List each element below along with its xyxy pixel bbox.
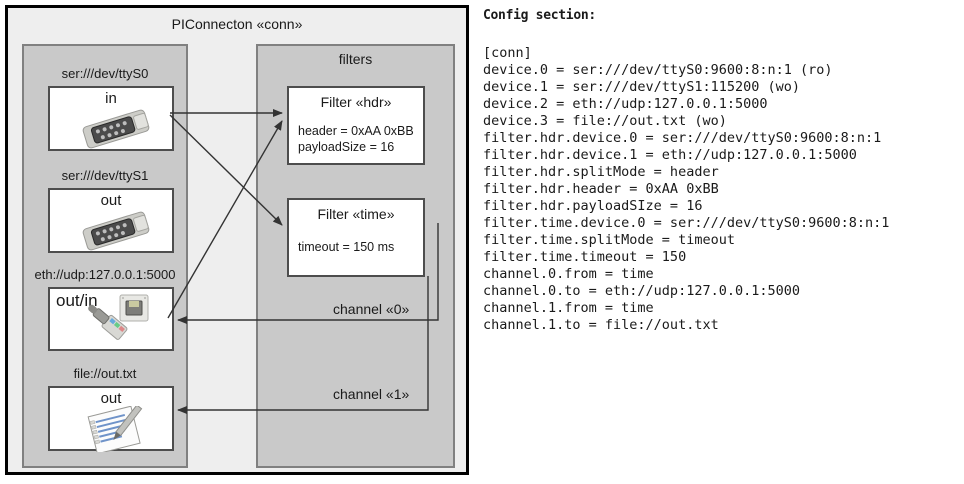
device-node-3[interactable]: out [48,386,174,452]
filter-attr: timeout = 150 ms [298,240,395,254]
filters-panel-title: filters [338,51,373,67]
serial-port-icon [82,211,150,251]
config-line: device.0 = ser:///dev/ttyS0:9600:8:n:1 (… [483,62,833,78]
filter-title-time: Filter «time» [317,206,395,222]
device-caption-2: eth://udp:127.0.0.1:5000 [34,267,176,282]
config-section: Config section: [conn]device.0 = ser:///… [481,0,964,484]
channel-label-1: channel «1» [333,386,410,402]
ethernet-jack-icon [88,294,149,340]
device-node-1[interactable]: out [48,188,174,253]
config-lines: [conn]device.0 = ser:///dev/ttyS0:9600:8… [483,45,889,334]
device-node-2[interactable]: out/in [48,287,174,351]
config-line: device.1 = ser:///dev/ttyS1:115200 (wo) [483,79,800,95]
config-line: filter.hdr.device.0 = ser:///dev/ttyS0:9… [483,130,882,146]
config-line: channel.1.to = file://out.txt [483,317,719,333]
config-line: device.3 = file://out.txt (wo) [483,113,727,129]
config-line: channel.0.to = eth://udp:127.0.0.1:5000 [483,283,800,299]
config-section-title: Config section: [483,8,596,23]
device-node-0[interactable]: in [48,86,174,151]
device-label-2: out/in [56,291,98,310]
config-line: filter.time.timeout = 150 [483,249,687,265]
channel-label-0: channel «0» [333,301,410,317]
device-label-0: in [105,90,117,107]
diagram-title: PIConnecton «conn» [171,16,303,32]
config-line: filter.hdr.header = 0xAA 0xBB [483,181,719,197]
device-label-3: out [100,390,122,407]
connection-diagram: PIConnecton «conn» filters ser:///dev/tt… [5,5,469,475]
config-line: filter.hdr.device.1 = eth://udp:127.0.0.… [483,147,857,163]
device-caption-3: file://out.txt [73,366,137,381]
document-pen-icon [87,406,143,452]
config-line: device.2 = eth://udp:127.0.0.1:5000 [483,96,768,112]
config-line: channel.0.from = time [483,266,654,282]
config-line: [conn] [483,45,532,61]
device-caption-0: ser:///dev/ttyS0 [61,66,149,81]
device-caption-1: ser:///dev/ttyS1 [61,168,149,183]
filter-title-hdr: Filter «hdr» [320,94,392,110]
filter-box-hdr[interactable]: Filter «hdr» header = 0xAA 0xBB payloadS… [287,86,425,165]
serial-port-icon [82,109,150,149]
filter-attr: payloadSize = 16 [298,140,395,154]
config-line: channel.1.from = time [483,300,654,316]
config-line: filter.hdr.payloadSIze = 16 [483,198,703,214]
device-label-1: out [100,192,122,209]
filter-attr: header = 0xAA 0xBB [298,124,414,138]
config-line: filter.time.device.0 = ser:///dev/ttyS0:… [483,215,890,231]
config-line: filter.time.splitMode = timeout [483,232,735,248]
filter-box-time[interactable]: Filter «time» timeout = 150 ms [287,198,425,277]
config-line: filter.hdr.splitMode = header [483,164,719,180]
